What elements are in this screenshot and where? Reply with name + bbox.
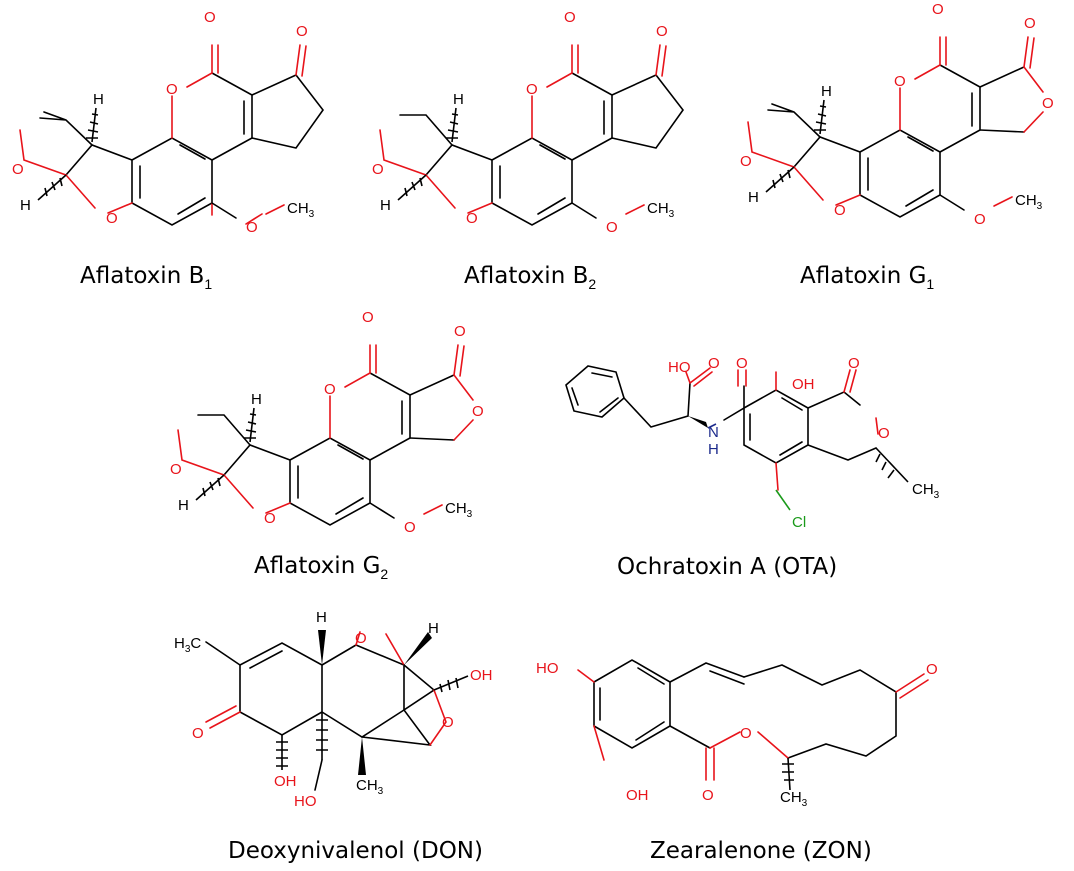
atom-h: H [453,91,464,108]
atom-o: O [106,210,118,227]
atom-o: O [926,661,938,678]
atom-h: H [20,197,31,214]
atom-cl: Cl [792,514,806,531]
atom-h3c: H3C [174,635,201,655]
atom-o: O [264,510,276,527]
atom-o: O [362,309,374,326]
atom-o: O [442,714,454,731]
atom-o: O [974,211,986,228]
atom-h: H [251,391,262,408]
atom-o: O [702,787,714,804]
compound-name: Aflatoxin G2 [254,553,388,582]
atom-oh: OH [274,773,297,790]
atom-o: O [246,219,258,236]
atom-o: O [656,23,668,40]
atom-o: O [372,161,384,178]
atom-h: H [428,620,439,637]
atom-o: O [324,381,336,398]
atom-o: O [12,161,24,178]
atom-oh: OH [470,667,493,684]
atom-o: O [740,153,752,170]
structure-ochratoxin-a: HO O N H O OH O O CH3 Cl Ochratoxin A (O… [565,355,940,580]
atom-o: O [170,461,182,478]
atom-o: O [740,725,752,742]
atom-ch3: CH3 [780,789,808,809]
atom-o: O [355,630,367,647]
atom-o: O [848,355,860,372]
atom-o: O [1042,95,1054,112]
atom-ch3: CH3 [912,481,940,501]
atom-h: H [178,497,189,514]
atom-o: O [404,519,416,536]
atom-ho: HO [536,660,559,677]
atom-h: H [748,189,759,206]
atom-h: H [708,441,719,458]
atom-ch3: CH3 [356,777,384,797]
atom-h: H [316,609,327,626]
compound-name: Aflatoxin B2 [464,263,596,292]
atom-o: O [894,73,906,90]
atom-o: O [296,23,308,40]
structure-aflatoxin-b1: O O O O O O H H CH3 Aflatoxin B1 [12,9,324,292]
atom-o: O [472,403,484,420]
atom-o: O [526,81,538,98]
atom-ch3: CH3 [287,200,315,220]
compound-name: Deoxynivalenol (DON) [228,838,483,864]
structure-aflatoxin-g2: O O O O O O O H H CH3 Aflatoxin G2 [170,309,484,582]
compound-name: Aflatoxin B1 [80,263,212,292]
compound-name: Zearalenone (ZON) [650,838,872,864]
atom-o: O [736,355,748,372]
atom-o: O [564,9,576,26]
atom-o: O [454,323,466,340]
structure-zearalenone: HO OH O O O CH3 Zearalenone (ZON) [536,659,938,864]
atom-ho: HO [668,359,691,376]
atom-h: H [380,197,391,214]
atom-ch3: CH3 [445,500,473,520]
atom-ch3: CH3 [1015,192,1043,212]
structure-aflatoxin-g1: O O O O O O O H H CH3 Aflatoxin G1 [740,1,1054,292]
atom-h: H [821,83,832,100]
atom-o: O [466,210,478,227]
atom-oh: OH [626,787,649,804]
atom-o: O [192,725,204,742]
atom-o: O [834,202,846,219]
atom-o: O [708,355,720,372]
atom-oh: OH [792,376,815,393]
atom-ch3: CH3 [647,200,675,220]
structure-aflatoxin-b2: O O O O O O H H CH3 Aflatoxin B2 [372,9,684,292]
compound-name: Ochratoxin A (OTA) [617,554,837,580]
atom-o: O [1024,15,1036,32]
atom-o: O [204,9,216,26]
atom-h: H [93,91,104,108]
compound-name: Aflatoxin G1 [800,263,934,292]
atom-n: N [708,424,719,441]
atom-o: O [166,81,178,98]
atom-ho: HO [294,793,317,810]
atom-o: O [878,425,890,442]
atom-o: O [932,1,944,18]
structure-deoxynivalenol: H3C H O H OH O O OH HO CH3 Deoxynivaleno… [174,609,493,864]
atom-o: O [606,219,618,236]
